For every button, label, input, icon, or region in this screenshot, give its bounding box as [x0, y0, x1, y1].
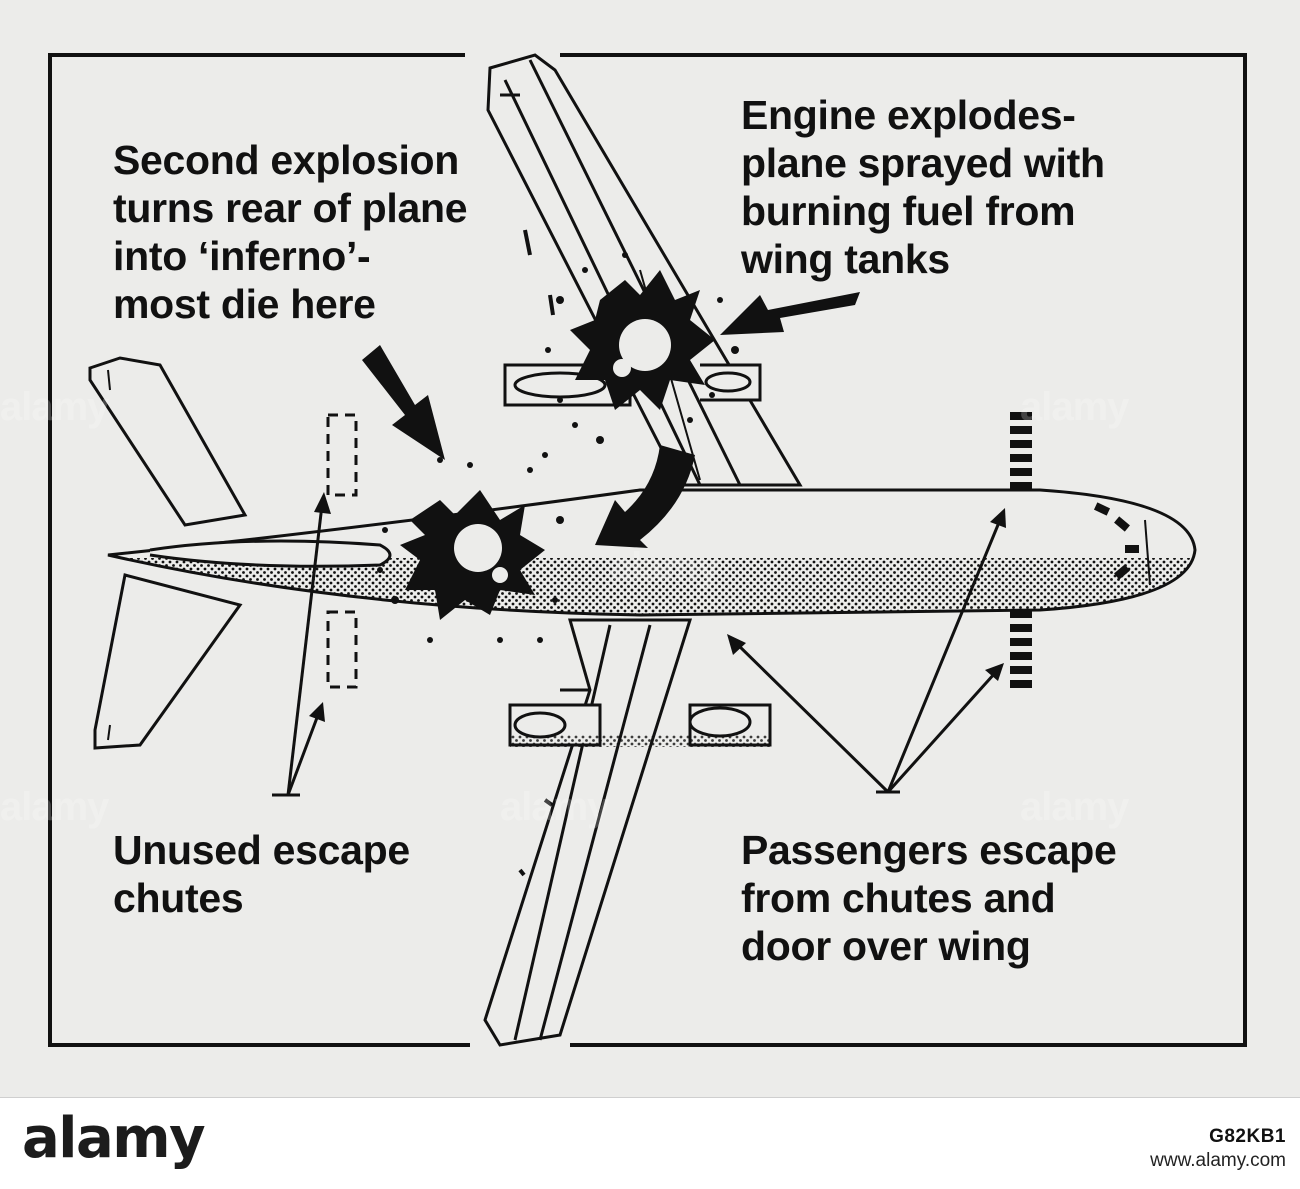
- watermark: alamy: [0, 385, 109, 429]
- site-url[interactable]: www.alamy.com: [1150, 1150, 1286, 1171]
- fuselage: [107, 488, 1197, 617]
- watermark: alamy: [1020, 785, 1129, 829]
- heavy-arrows: [362, 292, 860, 548]
- watermark: alamy: [500, 785, 609, 829]
- watermark: alamy: [1020, 385, 1129, 429]
- tail-fins: [88, 356, 248, 750]
- front-escape-chutes: [1010, 412, 1032, 688]
- watermark: alamy: [610, 545, 719, 589]
- pointer-arrows: [272, 504, 1002, 797]
- diagram-paper: Second explosion turns rear of plane int…: [0, 0, 1300, 1097]
- label-passengers-escape: Passengers escape from chutes and door o…: [741, 827, 1117, 969]
- stock-footer: alamy G82KB1 www.alamy.com: [0, 1097, 1300, 1189]
- plane-diagram: [48, 53, 1247, 1047]
- image-id: G82KB1: [1209, 1126, 1286, 1147]
- engine-explosion: [542, 252, 739, 458]
- watermark: alamy: [0, 785, 109, 829]
- lower-wing: [483, 618, 693, 1047]
- label-engine-explodes: Engine explodes- plane sprayed with burn…: [741, 92, 1105, 282]
- label-unused-chutes: Unused escape chutes: [113, 827, 410, 921]
- diagram-frame: [48, 53, 1247, 1047]
- pointer-arrowheads: [309, 492, 1006, 722]
- label-second-explosion: Second explosion turns rear of plane int…: [113, 137, 468, 327]
- cockpit-windows: [1093, 502, 1139, 580]
- unused-rear-chutes: [326, 413, 358, 689]
- rear-explosion: [377, 457, 564, 643]
- alamy-logo[interactable]: alamy: [22, 1106, 206, 1171]
- lower-engines: [508, 703, 772, 747]
